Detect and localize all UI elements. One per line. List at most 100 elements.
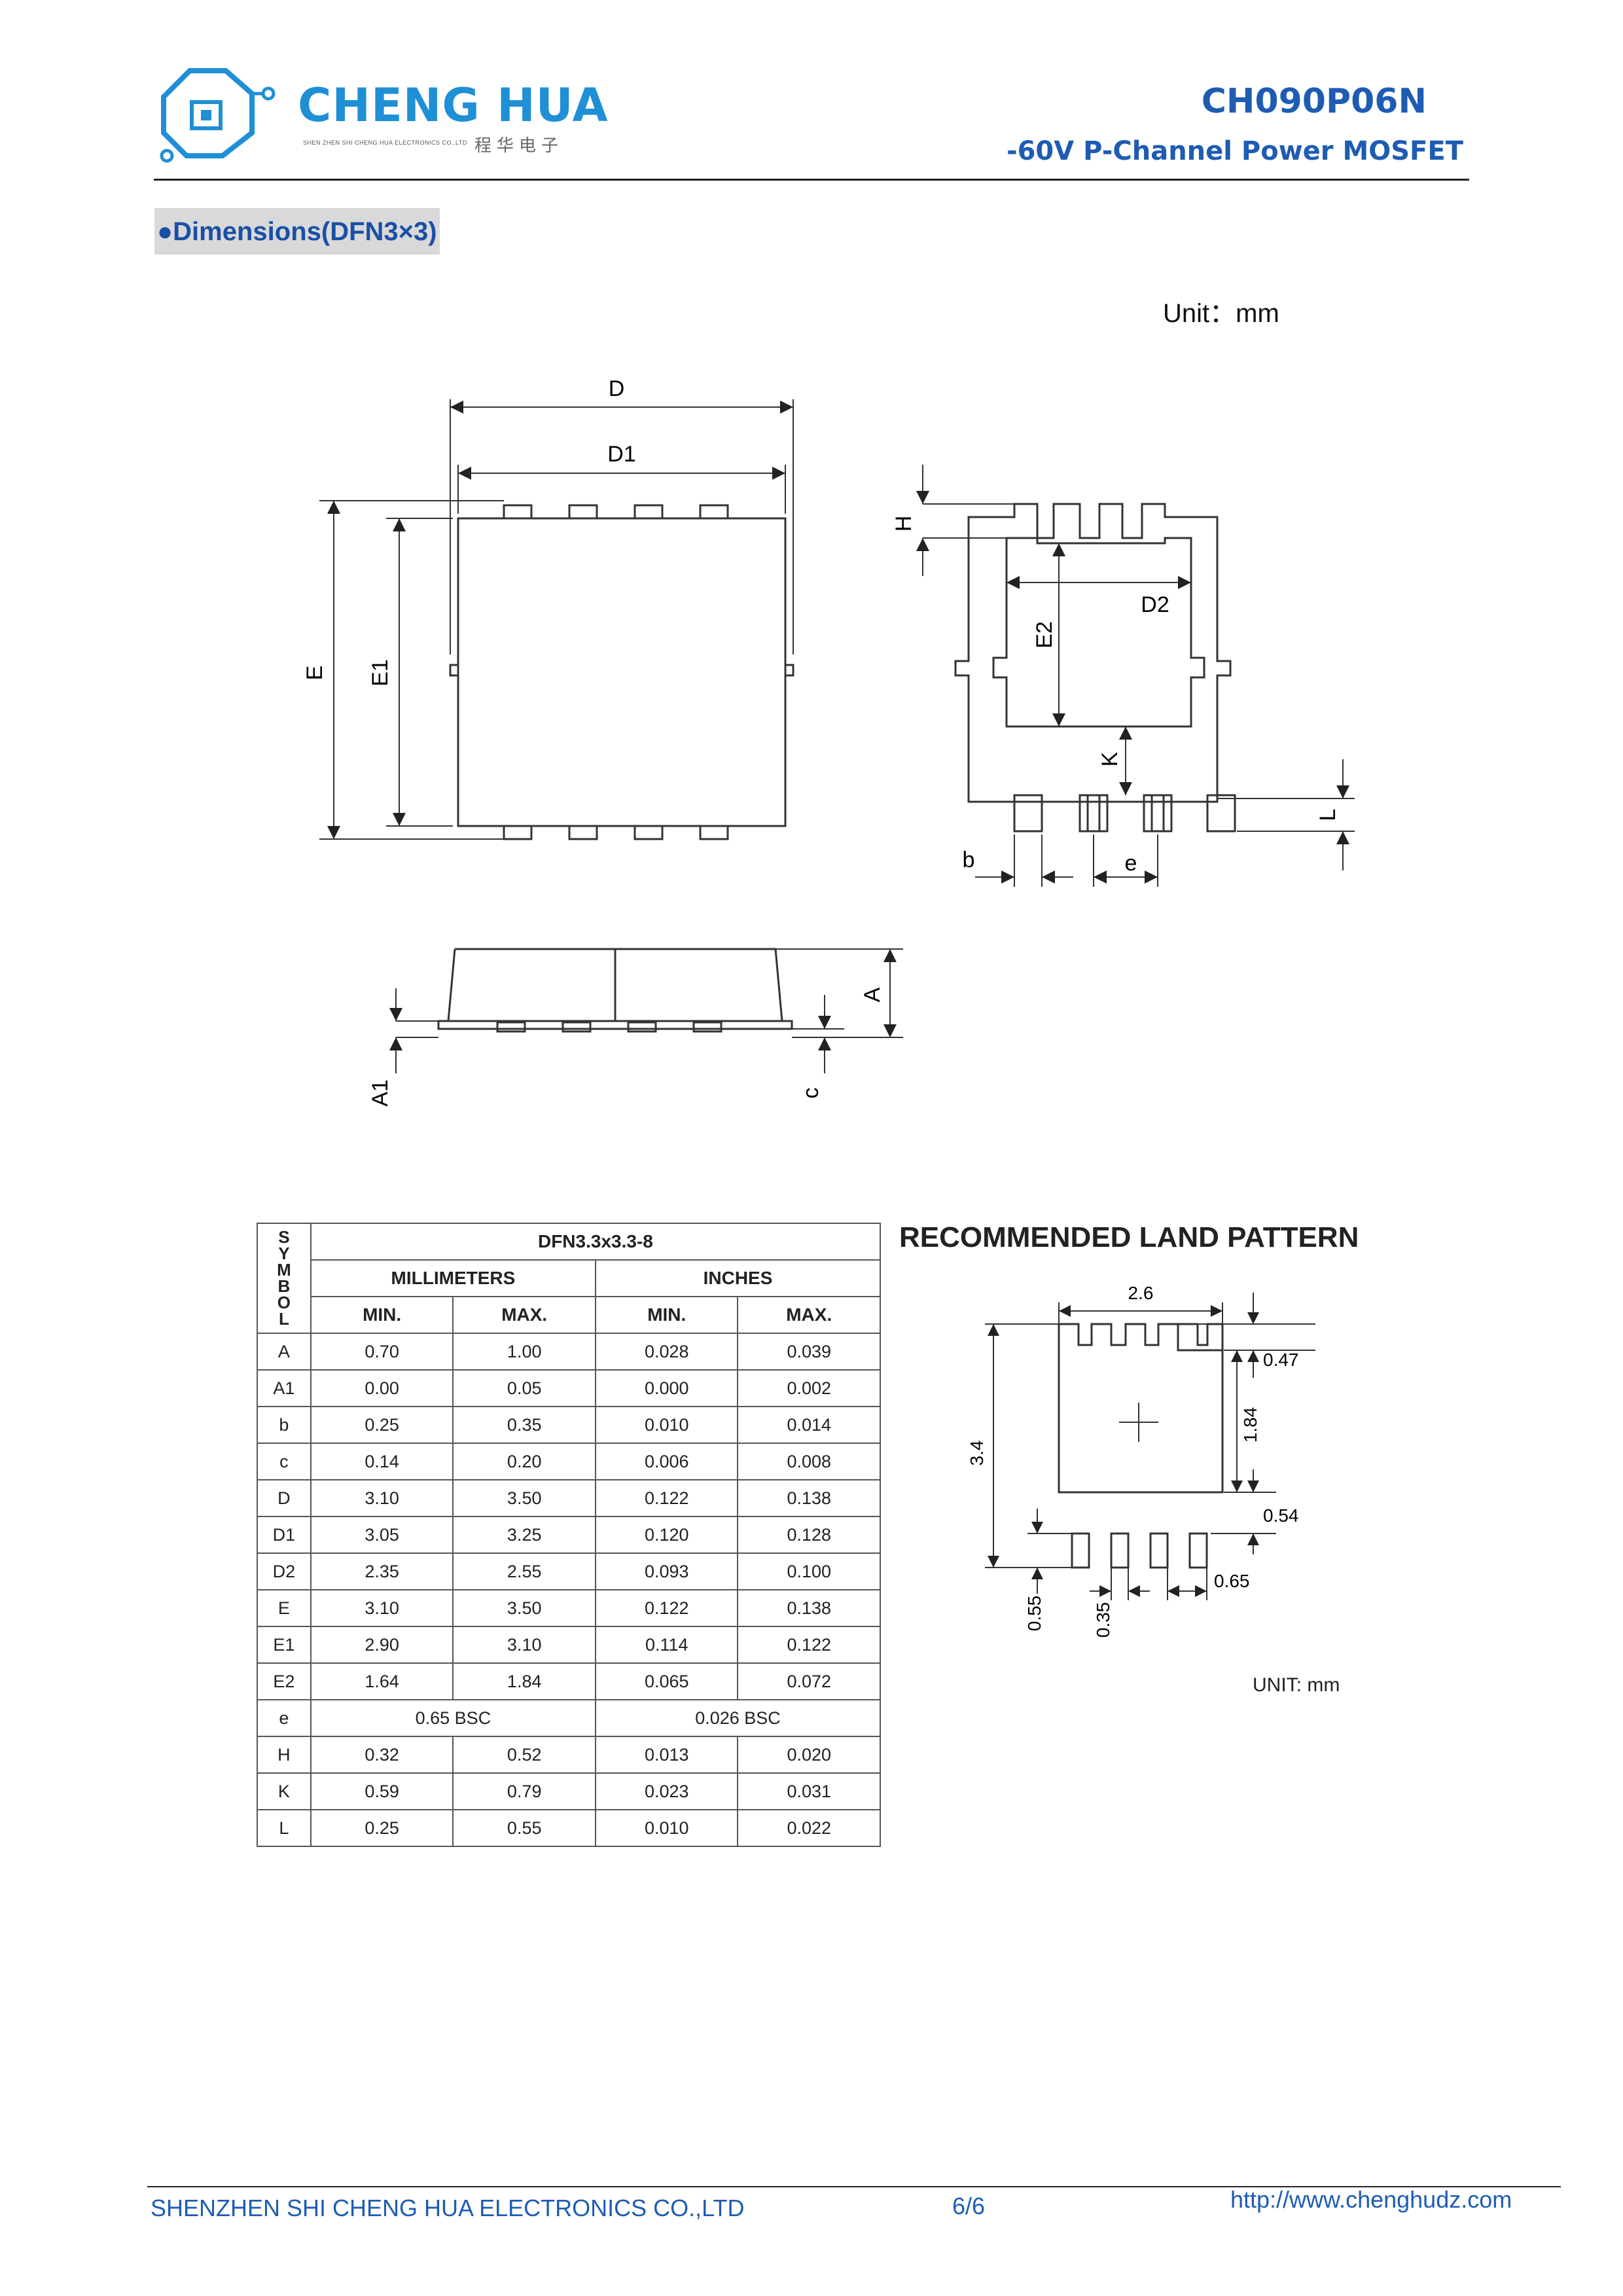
symbol-letter: M bbox=[277, 1260, 291, 1280]
section-title: ●Dimensions(DFN3×3) bbox=[154, 208, 440, 255]
cell-mm_max: 3.50 bbox=[452, 1479, 596, 1517]
cell-symbol: D1 bbox=[257, 1516, 312, 1554]
cell-mm_max: 3.25 bbox=[452, 1516, 596, 1554]
cell-mm_min: 0.00 bbox=[310, 1369, 454, 1407]
cell-mm_max: 0.79 bbox=[452, 1772, 596, 1810]
lp-pitch: 0.65 bbox=[1214, 1571, 1250, 1591]
symbol-letter: O bbox=[277, 1293, 291, 1312]
cell-mm_min: 3.05 bbox=[310, 1516, 454, 1554]
dim-E: E bbox=[302, 666, 327, 681]
col-mm-min: MIN. bbox=[310, 1296, 454, 1334]
cell-mm_min: 0.14 bbox=[310, 1443, 454, 1480]
cell-in_bsc: 0.026 BSC bbox=[595, 1699, 881, 1737]
lp-height: 3.4 bbox=[967, 1441, 987, 1466]
footer-url[interactable]: http://www.chenghudz.com bbox=[1230, 2186, 1512, 2213]
dim-A: A bbox=[860, 987, 885, 1002]
cell-mm_min: 0.70 bbox=[310, 1333, 454, 1371]
dim-c: c bbox=[798, 1088, 823, 1099]
cell-symbol: b bbox=[257, 1406, 312, 1444]
cell-mm_max: 0.35 bbox=[452, 1406, 596, 1444]
land-pattern-drawing: 2.6 0.47 1.84 3.4 0.54 0.65 0.55 0.35 bbox=[967, 1283, 1315, 1638]
cell-in_min: 0.122 bbox=[594, 1479, 739, 1517]
col-in-max: MAX. bbox=[737, 1296, 881, 1334]
cell-mm_min: 0.25 bbox=[310, 1406, 454, 1444]
cell-mm_max: 0.05 bbox=[452, 1369, 596, 1407]
cell-in_min: 0.122 bbox=[594, 1589, 739, 1627]
dim-D2: D2 bbox=[1141, 592, 1169, 617]
cell-symbol: e bbox=[257, 1699, 312, 1737]
dim-D1: D1 bbox=[607, 442, 635, 467]
bottom-view-drawing: H D2 E2 K L b e bbox=[891, 465, 1355, 887]
dim-H: H bbox=[891, 516, 916, 532]
cell-in_max: 0.122 bbox=[737, 1626, 881, 1664]
land-pattern-title: RECOMMENDED LAND PATTERN bbox=[899, 1221, 1359, 1253]
symbol-letter: S bbox=[278, 1227, 290, 1247]
cell-symbol: D2 bbox=[257, 1552, 312, 1590]
cell-in_max: 0.039 bbox=[737, 1333, 881, 1371]
dim-E1: E1 bbox=[368, 659, 393, 687]
cell-mm_max: 3.50 bbox=[452, 1589, 596, 1627]
cell-mm_max: 0.55 bbox=[452, 1809, 596, 1847]
cell-mm_min: 1.64 bbox=[310, 1662, 454, 1700]
dim-A1: A1 bbox=[368, 1079, 393, 1107]
cell-in_max: 0.008 bbox=[737, 1443, 881, 1480]
cell-symbol: A1 bbox=[257, 1369, 312, 1407]
cell-in_max: 0.031 bbox=[737, 1772, 881, 1810]
page-subtitle: -60V P-Channel Power MOSFET bbox=[1007, 136, 1463, 166]
header-rule bbox=[154, 179, 1469, 181]
cell-in_min: 0.093 bbox=[594, 1552, 739, 1590]
cell-mm_max: 3.10 bbox=[452, 1626, 596, 1664]
cell-in_min: 0.013 bbox=[594, 1736, 739, 1774]
cell-in_max: 0.022 bbox=[737, 1809, 881, 1847]
dim-K: K bbox=[1097, 751, 1122, 766]
cell-in_max: 0.138 bbox=[737, 1589, 881, 1627]
lp-bottom: 0.54 bbox=[1263, 1505, 1299, 1526]
land-pattern-unit: UNIT: mm bbox=[1253, 1674, 1340, 1696]
col-in-min: MIN. bbox=[594, 1296, 739, 1334]
cell-mm_min: 2.90 bbox=[310, 1626, 454, 1664]
cell-mm_min: 0.25 bbox=[310, 1809, 454, 1847]
group-mm: MILLIMETERS bbox=[310, 1259, 597, 1297]
dim-b: b bbox=[963, 848, 975, 872]
cell-in_min: 0.010 bbox=[594, 1809, 739, 1847]
package-name: DFN3.3x3.3-8 bbox=[310, 1223, 882, 1261]
logo-sub: SHEN ZHEN SHI CHENG HUA ELECTRONICS CO.,… bbox=[303, 139, 467, 146]
cell-symbol: c bbox=[257, 1443, 312, 1480]
cell-mm_min: 0.32 bbox=[310, 1736, 454, 1774]
cell-mm_min: 3.10 bbox=[310, 1479, 454, 1517]
cell-mm_max: 0.20 bbox=[452, 1443, 596, 1480]
group-in: INCHES bbox=[595, 1259, 881, 1297]
symbol-letter: Y bbox=[278, 1244, 290, 1263]
cell-symbol: K bbox=[257, 1772, 312, 1810]
cell-in_min: 0.028 bbox=[594, 1333, 739, 1371]
cell-in_max: 0.100 bbox=[737, 1552, 881, 1590]
logo-name: CHENG HUA bbox=[298, 79, 609, 132]
cell-in_min: 0.023 bbox=[594, 1772, 739, 1810]
cell-mm_max: 0.52 bbox=[452, 1736, 596, 1774]
lp-mid: 1.84 bbox=[1240, 1407, 1260, 1443]
cell-symbol: E bbox=[257, 1589, 312, 1627]
cell-in_min: 0.120 bbox=[594, 1516, 739, 1554]
dim-e: e bbox=[1125, 851, 1137, 876]
cell-symbol: E1 bbox=[257, 1626, 312, 1664]
logo: CHENG HUA SHEN ZHEN SHI CHENG HUA ELECTR… bbox=[154, 58, 612, 169]
logo-cn: 程华电子 bbox=[474, 136, 564, 156]
side-view-drawing: A A1 c bbox=[368, 948, 903, 1107]
cell-mm_max: 2.55 bbox=[452, 1552, 596, 1590]
cell-mm_min: 3.10 bbox=[310, 1589, 454, 1627]
cell-symbol: H bbox=[257, 1736, 312, 1774]
cell-symbol: E2 bbox=[257, 1662, 312, 1700]
